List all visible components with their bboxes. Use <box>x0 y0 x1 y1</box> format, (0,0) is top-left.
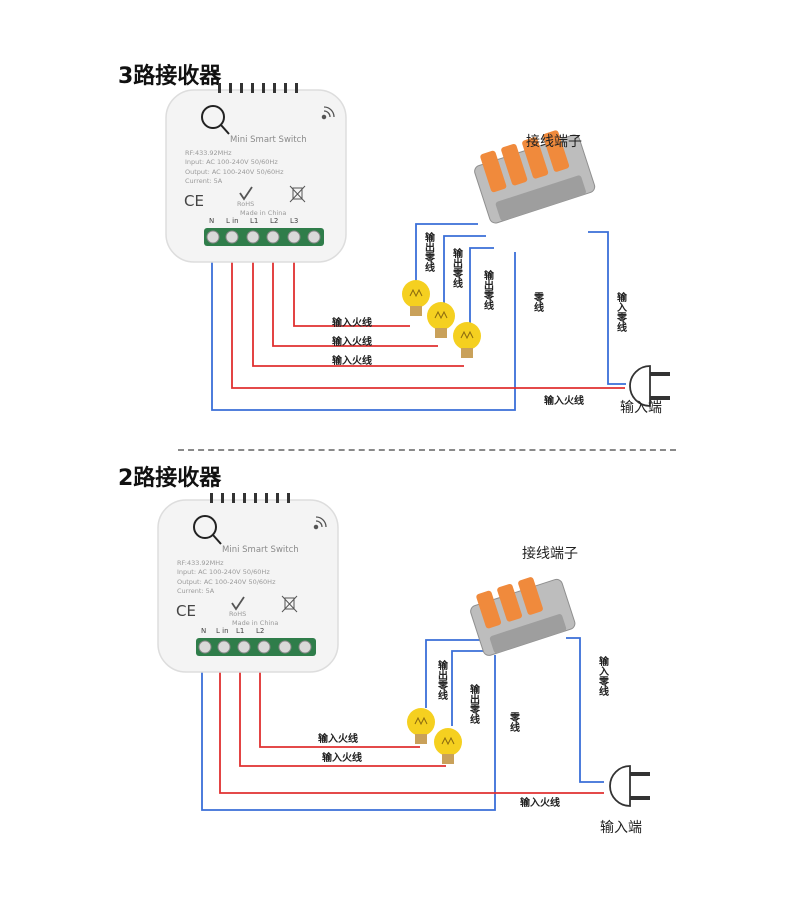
vent-slits <box>210 493 290 503</box>
terminal-label-lin: L in <box>216 627 229 635</box>
input-end-label: 输入端 <box>600 820 642 836</box>
live-in-label-1: 输入火线 <box>332 316 372 329</box>
section-title: 2路接收器 <box>118 466 222 491</box>
terminal-label-l3: L3 <box>290 217 298 225</box>
ce-mark: CE <box>184 192 204 210</box>
live-wire-l2 <box>239 670 446 767</box>
terminal-label-n: N <box>201 627 206 635</box>
input-end-label: 输入端 <box>620 400 662 416</box>
rohs-check-icon <box>231 596 245 611</box>
device-output: Output: AC 100-240V 50/60Hz <box>177 578 276 586</box>
output-neutral-wire-1 <box>415 223 478 298</box>
terminal-label-l1: L1 <box>250 217 258 225</box>
device-brand: Mini Smart Switch <box>222 545 299 555</box>
wireless-signal-icon <box>321 106 335 120</box>
power-plug-icon <box>629 365 670 407</box>
live-wire-l1 <box>293 262 410 327</box>
power-plug-icon <box>609 765 650 807</box>
neutral-wire-main <box>201 655 496 811</box>
device-input: Input: AC 100-240V 50/60Hz <box>177 568 270 576</box>
output-neutral-wire-2 <box>443 235 486 318</box>
live-in-main-wire <box>231 262 625 389</box>
live-in-main-label: 输入火线 <box>520 796 560 809</box>
vent-slits <box>218 83 298 93</box>
two-way-wiring-diagram: Mini Smart Switch RF:433.92MHz Input: AC… <box>157 493 650 836</box>
input-neutral-label: 输入零线 <box>615 291 628 333</box>
neutral-wire-main <box>211 252 516 411</box>
output-neutral-wire-3 <box>469 247 494 337</box>
device-current: Current: 5A <box>185 177 223 185</box>
device-logo-icon <box>201 105 230 135</box>
rohs-label: RoHS <box>237 200 254 208</box>
made-in-label: Made in China <box>232 619 278 627</box>
neutral-label: 零线 <box>532 291 545 313</box>
live-in-label-1: 输入火线 <box>318 732 358 745</box>
terminal-label-l1: L1 <box>236 627 244 635</box>
output-neutral-wire-1 <box>425 639 482 708</box>
input-neutral-wire <box>588 231 626 385</box>
live-wire-l3 <box>252 262 464 367</box>
bulb-1-icon <box>407 708 435 744</box>
live-wire-l1 <box>259 670 420 748</box>
bulb-3-icon <box>453 322 481 358</box>
receiver-device: Mini Smart Switch RF:433.92MHz Input: AC… <box>157 493 339 673</box>
live-in-label-3: 输入火线 <box>332 354 372 367</box>
receiver-device: Mini Smart Switch RF:433.92MHz Input: AC… <box>165 83 347 263</box>
bulb-2-icon <box>434 728 462 764</box>
device-rf: RF:433.92MHz <box>177 559 224 567</box>
live-in-label-2: 输入火线 <box>332 335 372 348</box>
section-title: 3路接收器 <box>118 64 222 89</box>
connector-label: 接线端子 <box>526 133 582 150</box>
terminal-label-l2: L2 <box>256 627 264 635</box>
ce-mark: CE <box>176 602 196 620</box>
bulb-2-icon <box>427 302 455 338</box>
rohs-label: RoHS <box>229 610 246 618</box>
live-wire-l2 <box>272 262 438 347</box>
three-way-wiring-diagram: Mini Smart Switch RF:433.92MHz Input: AC… <box>165 83 670 416</box>
device-logo-icon <box>193 515 222 545</box>
section-divider <box>178 449 676 451</box>
output-neutral-label-2: 输出零线 <box>451 247 464 289</box>
rohs-check-icon <box>239 186 253 201</box>
terminal-block <box>204 228 324 246</box>
device-rf: RF:433.92MHz <box>185 149 232 157</box>
device-output: Output: AC 100-240V 50/60Hz <box>185 168 284 176</box>
output-neutral-label-2: 输出零线 <box>468 683 481 725</box>
terminal-label-lin: L in <box>226 217 239 225</box>
two-way-section: 2路接收器 <box>0 450 790 899</box>
wires <box>211 223 626 411</box>
connector-label: 接线端子 <box>522 545 578 562</box>
wire-connector <box>470 577 576 656</box>
output-neutral-wire-2 <box>451 650 488 726</box>
output-neutral-label-1: 输出零线 <box>436 659 449 701</box>
output-neutral-label-1: 输出零线 <box>423 231 436 273</box>
terminal-label-l2: L2 <box>270 217 278 225</box>
terminal-label-n: N <box>209 217 214 225</box>
live-in-label-2: 输入火线 <box>322 751 362 764</box>
live-in-main-label: 输入火线 <box>544 394 584 407</box>
bulb-1-icon <box>402 280 430 316</box>
device-input: Input: AC 100-240V 50/60Hz <box>185 158 278 166</box>
weee-bin-icon <box>281 595 298 613</box>
input-neutral-wire <box>566 637 604 783</box>
neutral-label: 零线 <box>508 711 521 733</box>
wires <box>201 637 604 811</box>
made-in-label: Made in China <box>240 209 286 217</box>
terminal-block <box>196 638 316 656</box>
device-brand: Mini Smart Switch <box>230 135 307 145</box>
wireless-signal-icon <box>313 516 327 530</box>
weee-bin-icon <box>289 185 306 203</box>
output-neutral-label-3: 输出零线 <box>482 269 495 311</box>
three-way-section: 3路接收器 <box>0 0 790 440</box>
wire-connector <box>474 130 596 224</box>
input-neutral-label: 输入零线 <box>597 655 610 697</box>
live-in-main-wire <box>219 670 604 794</box>
device-current: Current: 5A <box>177 587 215 595</box>
